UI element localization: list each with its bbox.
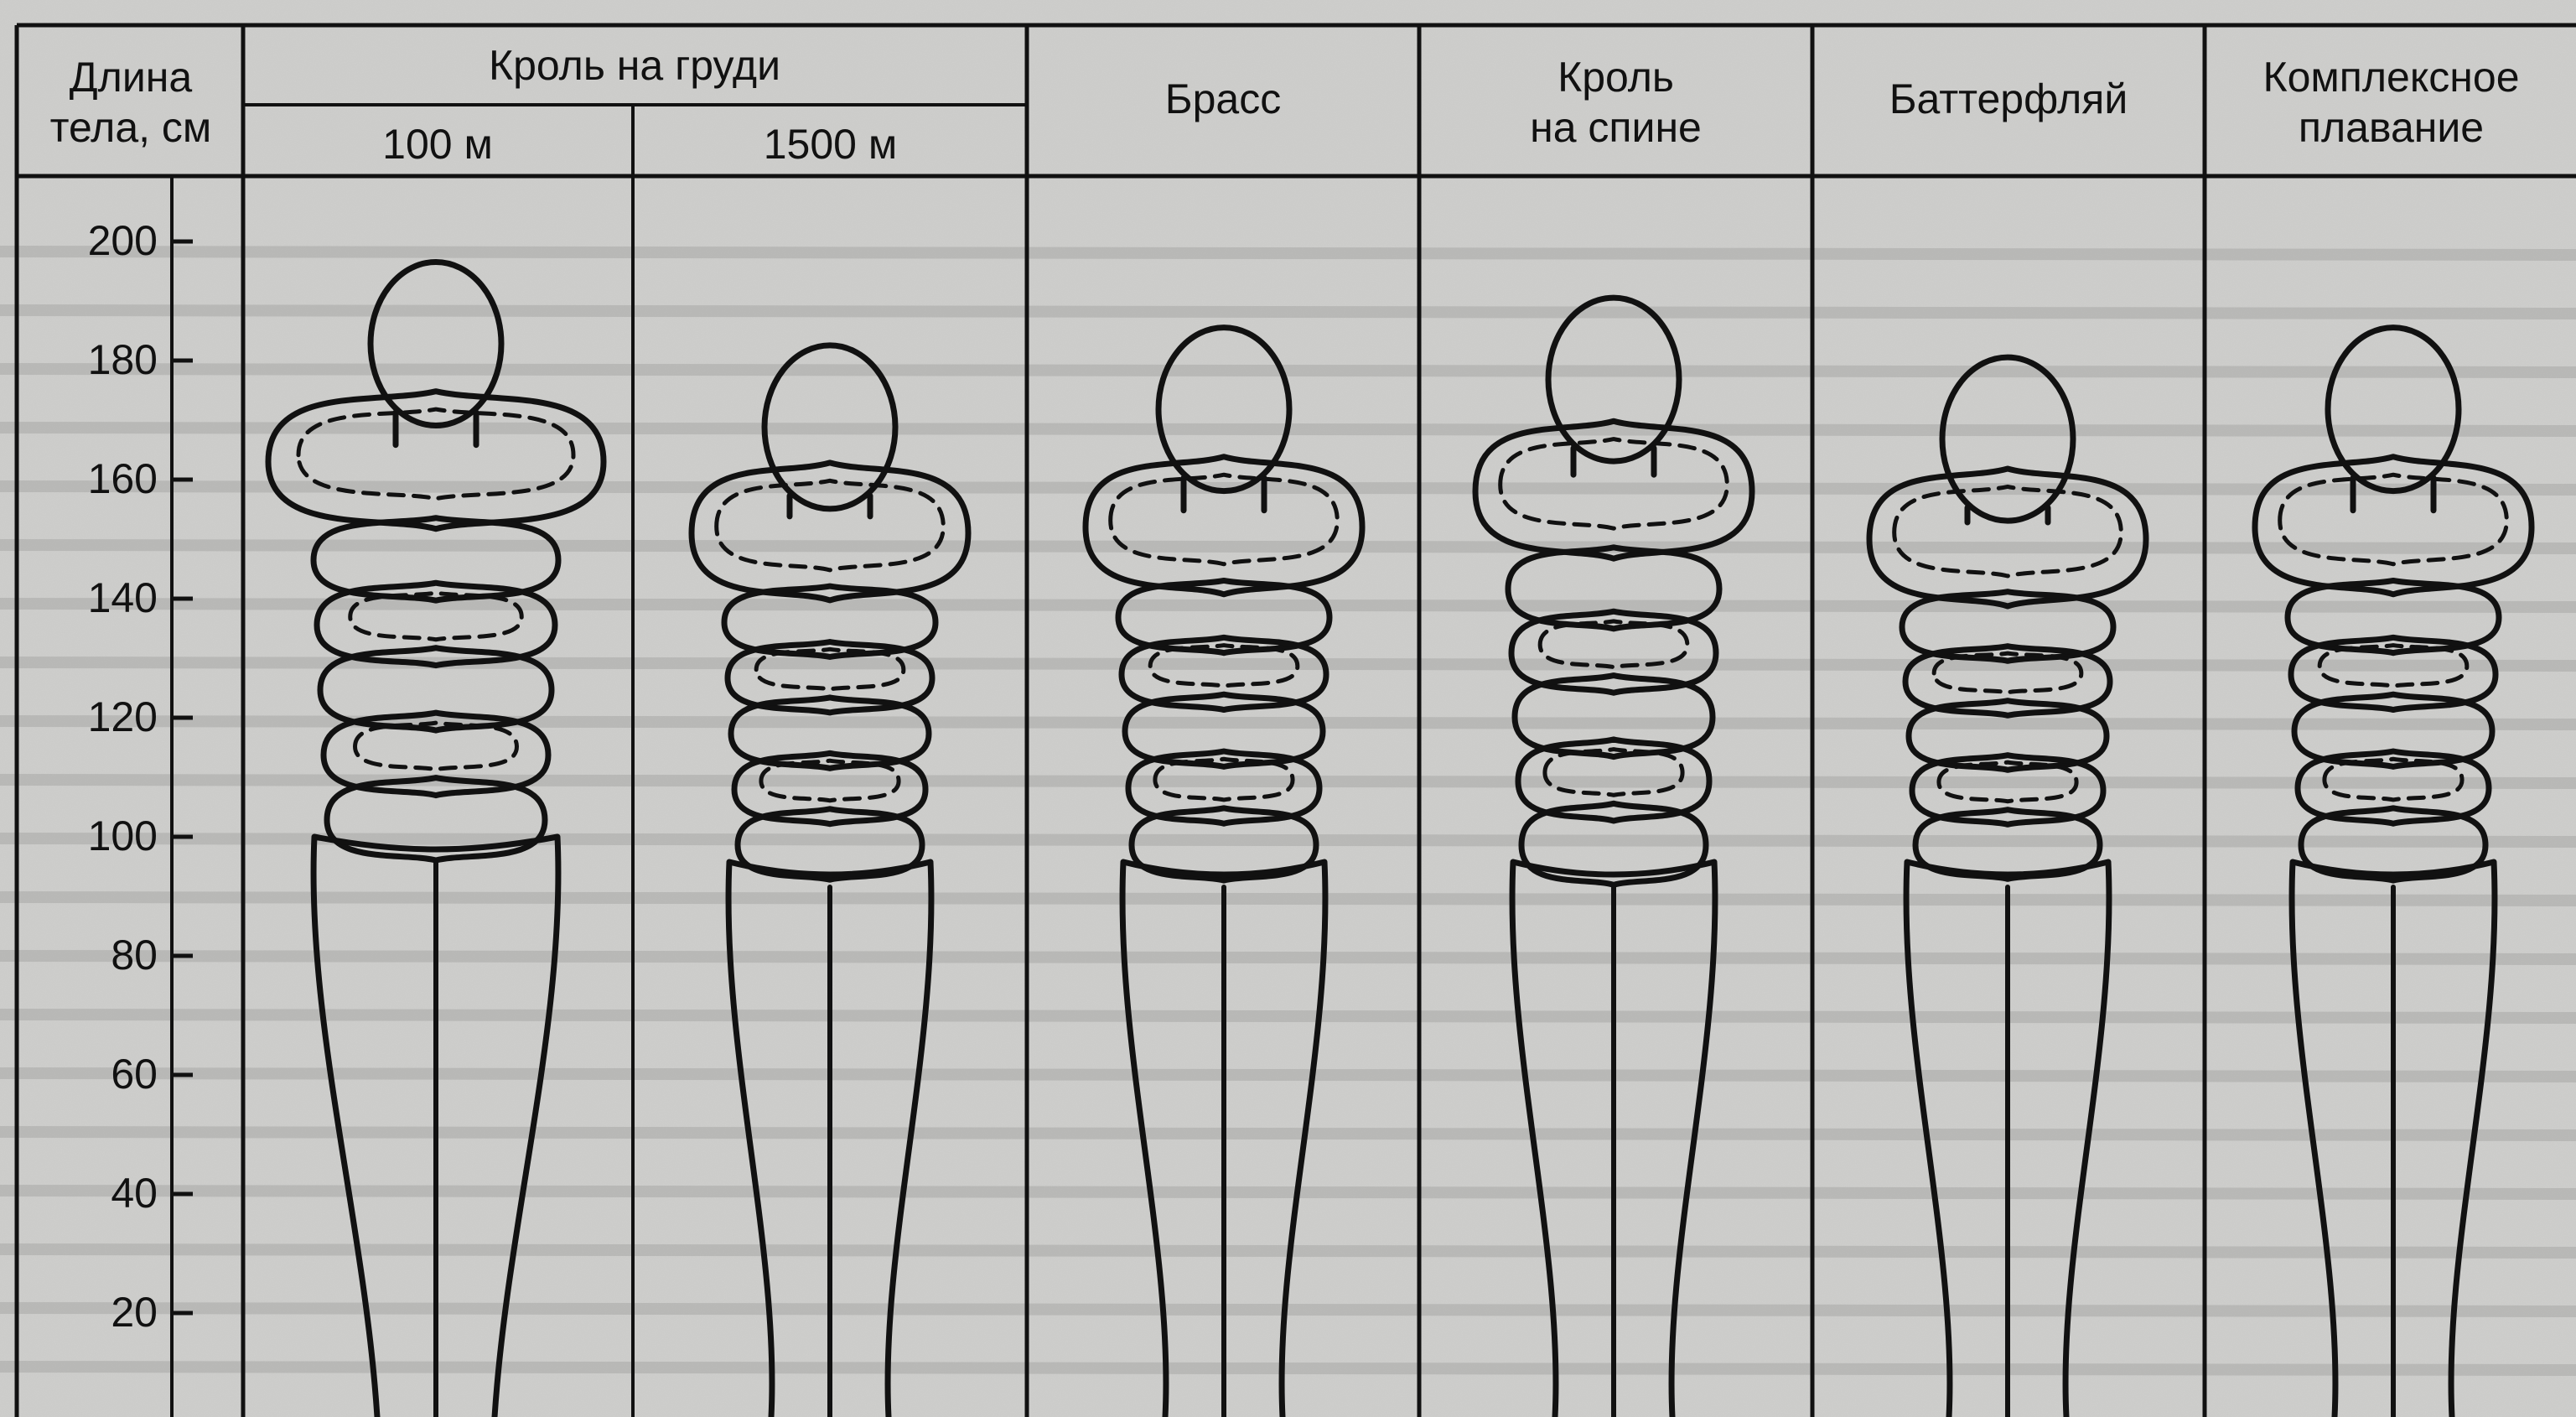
column-header-100m: 100 м xyxy=(245,119,630,169)
column-header-backstroke: Кроль на спине xyxy=(1421,52,1811,153)
axis-tick-label: 80 xyxy=(7,930,158,980)
column-header-1500m: 1500 м xyxy=(635,119,1025,169)
axis-tick-label: 160 xyxy=(7,454,158,504)
axis-tick-label: 140 xyxy=(7,573,158,623)
axis-tick-label: 20 xyxy=(7,1287,158,1337)
length-column-header: Длина тела, см xyxy=(21,52,241,153)
axis-tick-label: 180 xyxy=(7,335,158,385)
column-header-breaststroke: Брасс xyxy=(1029,74,1418,124)
axis-tick-label: 100 xyxy=(7,811,158,861)
axis-tick-label: 40 xyxy=(7,1168,158,1218)
axis-tick-label: 120 xyxy=(7,692,158,742)
axis-tick-label: 60 xyxy=(7,1049,158,1099)
column-header-butterfly: Баттерфляй xyxy=(1814,74,2203,124)
axis-tick-label: 200 xyxy=(7,215,158,266)
crawl-chest-group-header: Кроль на груди xyxy=(245,40,1024,91)
column-header-medley: Комплексное плавание xyxy=(2206,52,2576,153)
